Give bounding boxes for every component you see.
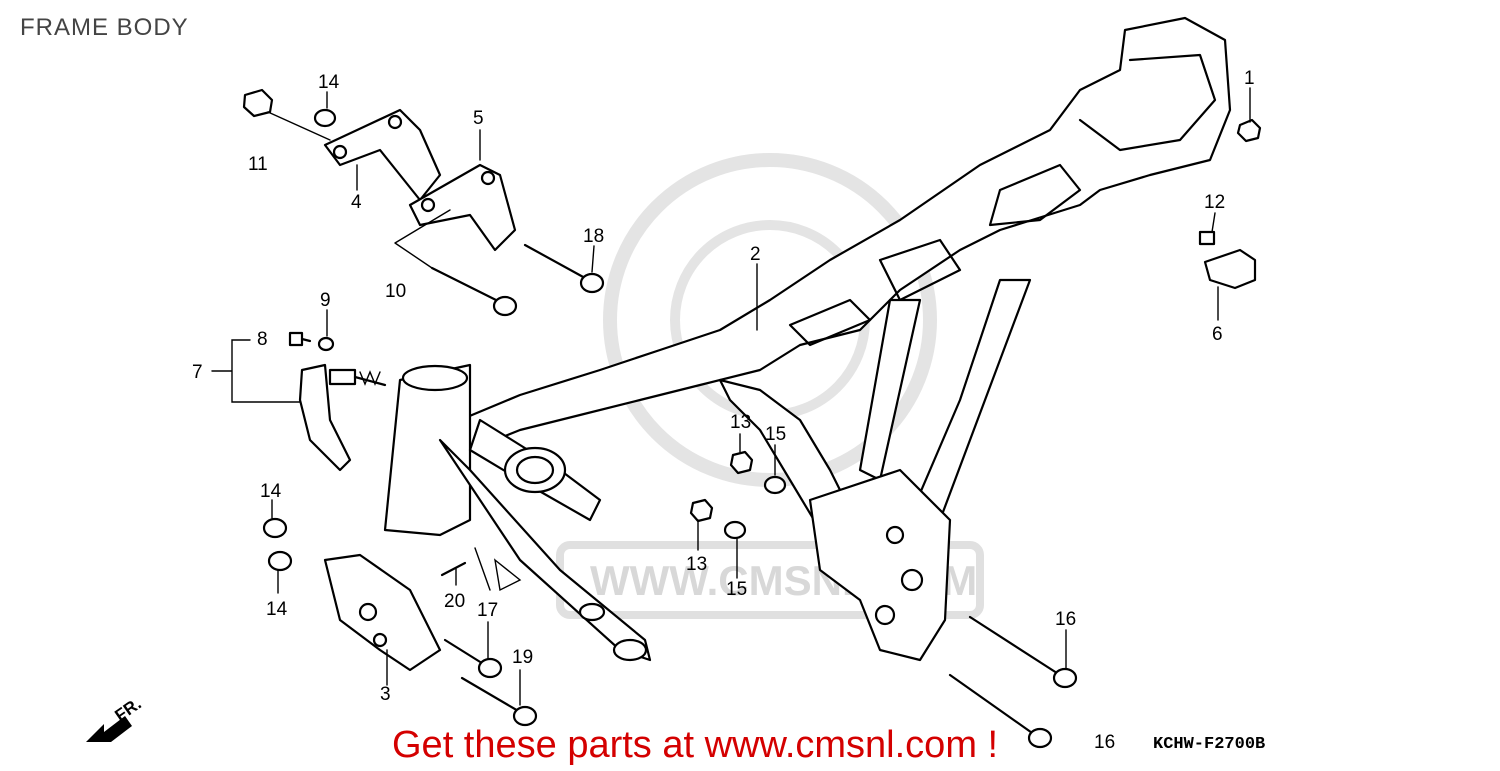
bolt-10 bbox=[430, 266, 518, 317]
callout-7: 7 bbox=[192, 362, 203, 383]
bolt-12 bbox=[1198, 230, 1216, 246]
callout-10: 10 bbox=[385, 281, 406, 302]
cover-6 bbox=[1203, 248, 1257, 290]
callout-16-lower: 16 bbox=[1094, 732, 1115, 753]
callout-16-upper: 16 bbox=[1055, 609, 1076, 630]
page-title: FRAME BODY bbox=[20, 14, 189, 41]
callout-4: 4 bbox=[351, 192, 362, 213]
engine-hanger-bracket-4 bbox=[323, 108, 442, 202]
bolt-16-lower bbox=[948, 673, 1053, 749]
nut-14-top bbox=[313, 108, 337, 128]
washer-15-upper bbox=[763, 475, 787, 495]
nut-13-lower bbox=[689, 498, 714, 523]
nut-14-left-lower bbox=[267, 550, 293, 572]
nut-11 bbox=[242, 88, 274, 118]
callout-5: 5 bbox=[473, 108, 484, 129]
diagram-code: KCHW-F2700B bbox=[1153, 735, 1265, 754]
callout-14-bottom: 14 bbox=[266, 599, 288, 620]
callout-3: 3 bbox=[380, 684, 391, 705]
pin-20 bbox=[440, 547, 522, 592]
main-frame bbox=[383, 16, 1232, 662]
bolt-18 bbox=[523, 243, 605, 294]
callout-6: 6 bbox=[1212, 324, 1223, 345]
callout-11: 11 bbox=[248, 154, 268, 175]
callout-17: 17 bbox=[477, 600, 498, 621]
front-direction-arrow: FR. bbox=[86, 694, 145, 742]
callout-15-upper: 15 bbox=[765, 424, 786, 445]
promo-text: Get these parts at www.cmsnl.com ! bbox=[392, 724, 999, 766]
callout-14-mid: 14 bbox=[260, 481, 282, 502]
callout-20: 20 bbox=[444, 591, 465, 612]
callout-14-top: 14 bbox=[318, 72, 340, 93]
nut-13-upper bbox=[729, 450, 754, 475]
bolt-19 bbox=[460, 676, 538, 727]
callout-9: 9 bbox=[320, 290, 331, 311]
bracket-3 bbox=[323, 553, 442, 672]
callout-labels: 1 2 3 4 5 6 7 8 9 10 11 12 13 13 14 14 1… bbox=[192, 68, 1255, 753]
bracket-7 bbox=[211, 339, 301, 403]
washer-9 bbox=[317, 336, 335, 352]
washer-15-lower bbox=[723, 520, 747, 540]
callout-8: 8 bbox=[257, 329, 268, 350]
bolt-17 bbox=[443, 638, 503, 679]
nut-1 bbox=[1236, 118, 1262, 143]
callout-1: 1 bbox=[1244, 68, 1255, 89]
callout-13-upper: 13 bbox=[730, 412, 751, 433]
callout-13-lower: 13 bbox=[686, 554, 707, 575]
fr-label: FR. bbox=[111, 694, 144, 725]
callout-18: 18 bbox=[583, 226, 604, 247]
callout-2: 2 bbox=[750, 244, 761, 265]
bolt-8 bbox=[288, 331, 312, 347]
callout-15-lower: 15 bbox=[726, 579, 747, 600]
callout-12: 12 bbox=[1204, 192, 1225, 213]
nut-14-left-upper bbox=[262, 517, 288, 539]
bolt-16-upper bbox=[968, 615, 1078, 689]
leader-lines bbox=[271, 87, 1251, 706]
leader-11 bbox=[267, 111, 331, 141]
side-stand bbox=[298, 363, 387, 472]
callout-19: 19 bbox=[512, 647, 533, 668]
